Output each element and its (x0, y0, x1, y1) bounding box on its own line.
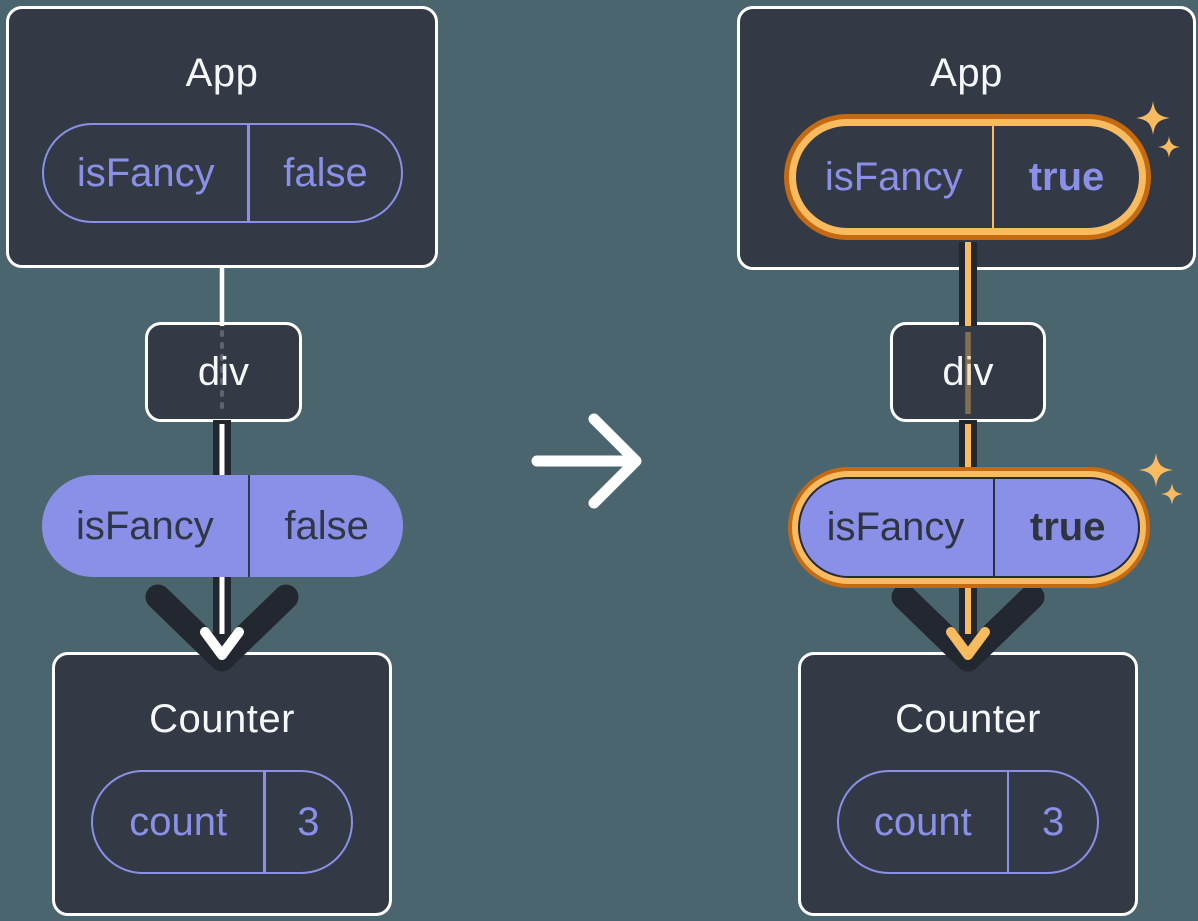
component-title: App (185, 51, 259, 95)
pill-divider (247, 475, 251, 577)
prop-value: false (284, 503, 369, 548)
highlight-ring-inner: isFancy true (789, 119, 1146, 235)
pill-divider (247, 125, 250, 221)
pill-divider (991, 126, 994, 228)
node-label: div (197, 349, 250, 394)
component-title: App (930, 51, 1003, 95)
state-pill-app-left: isFancy false (42, 123, 403, 223)
prop-name: isFancy (76, 150, 215, 195)
state-pill-counter-left: count 3 (91, 770, 353, 874)
prop-name: isFancy (824, 154, 963, 199)
component-title: Counter (149, 697, 295, 741)
div-node-left: div (145, 322, 302, 422)
state-value: 3 (1041, 799, 1065, 844)
div-node-right: div (890, 322, 1046, 422)
highlight-ring: isFancy true (784, 114, 1151, 240)
prop-name: isFancy (75, 503, 214, 548)
sparkles-icon (1139, 453, 1183, 505)
state-value: 3 (297, 799, 320, 844)
prop-value: true (1028, 154, 1105, 199)
state-pill-app-right: isFancy true (796, 126, 1139, 228)
state-name: count (873, 799, 972, 844)
highlight-ring: isFancy true (788, 467, 1150, 588)
node-label: div (942, 349, 994, 394)
passed-prop-pill-right: isFancy true (798, 477, 1140, 578)
arrow-right-icon (531, 413, 642, 509)
state-name: count (129, 799, 228, 844)
pill-divider (992, 477, 996, 578)
passed-prop-pill-left: isFancy false (42, 475, 403, 577)
pill-divider (263, 772, 266, 872)
pill-divider (1006, 772, 1010, 872)
highlight-ring-inner: isFancy true (792, 471, 1146, 584)
component-title: Counter (895, 697, 1041, 741)
prop-value: true (1029, 505, 1106, 549)
prop-name: isFancy (826, 505, 965, 549)
state-pill-counter-right: count 3 (837, 770, 1099, 874)
prop-value: false (283, 150, 368, 195)
